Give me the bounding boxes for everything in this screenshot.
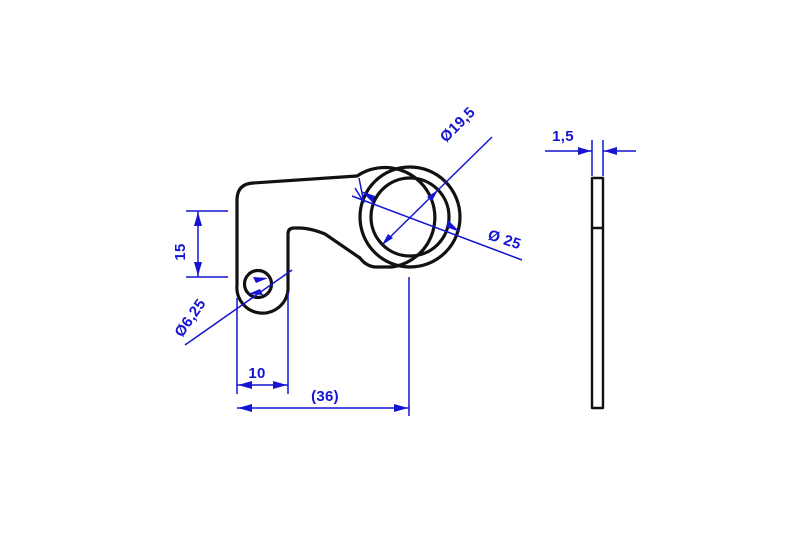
dim-36-arrow-right — [394, 404, 408, 412]
dimension-height-15: 15 — [172, 210, 228, 278]
dim-6-25-line — [184, 269, 293, 346]
dimension-width-10: 10 — [236, 292, 289, 394]
dim-36-arrow-left — [238, 404, 252, 412]
side-view-plate — [590, 176, 605, 410]
dim-10-arrow-left — [238, 381, 252, 389]
dim-19-5-tick — [358, 177, 365, 204]
dim-10-label: 10 — [248, 365, 265, 382]
dimension-boss-25: Ø 25 — [351, 187, 523, 261]
dim-19-5-arrow-upper — [427, 190, 438, 201]
bore-inner-circle — [369, 176, 451, 258]
dim-25-line — [351, 195, 523, 261]
dim-15-label: 15 — [172, 243, 189, 260]
dim-15-arrow-bottom — [194, 262, 202, 276]
dim-25-arrow-left — [361, 191, 375, 203]
dim-19-5-arrow-lower — [382, 234, 393, 245]
boss-outer-circle — [358, 165, 462, 269]
dim-25-tick — [354, 187, 364, 202]
dim-10-arrow-right — [273, 381, 287, 389]
dimension-thickness-1-5: 1,5 — [545, 128, 636, 176]
side-view-geometry — [590, 176, 605, 410]
dim-1-5-arrow-right — [604, 147, 617, 155]
dimension-bore-6-25: Ø6,25 — [171, 269, 293, 346]
dim-19-5-label: Ø19,5 — [437, 104, 479, 146]
dimension-length-36: (36) — [237, 277, 410, 416]
dim-1-5-label: 1,5 — [552, 128, 574, 145]
dim-6-25-arrow-lower-left — [248, 289, 263, 295]
front-view-geometry — [235, 165, 462, 315]
dim-6-25-arrow-upper-right — [253, 277, 268, 283]
dim-36-label: (36) — [311, 388, 339, 405]
dim-6-25-label: Ø6,25 — [171, 296, 209, 340]
part-body-outline — [235, 165, 437, 315]
dim-15-arrow-top — [194, 212, 202, 226]
dim-25-arrow-right — [446, 220, 460, 232]
dim-1-5-arrow-left — [578, 147, 591, 155]
